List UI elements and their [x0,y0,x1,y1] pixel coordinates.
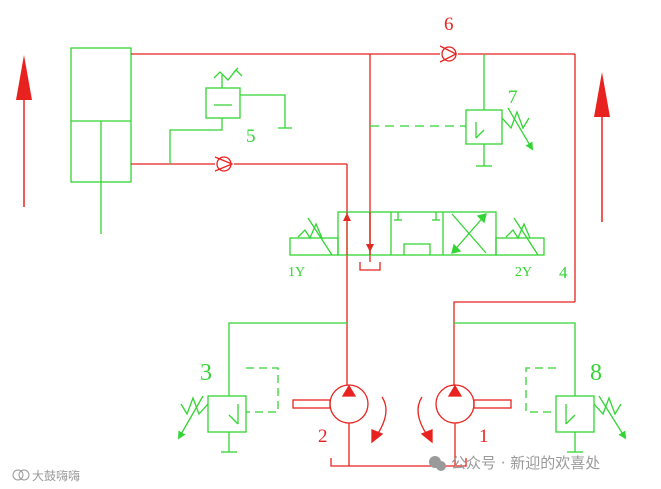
label-relief-valve-8: 8 [590,360,602,386]
hydraulic-cylinder [70,47,132,234]
label-check-valve-6: 6 [444,14,454,35]
relief-valve-3 [178,322,347,453]
label-solenoid-1y: 1Y [288,265,305,280]
relief-valve-8 [454,322,627,453]
label-pump-1: 1 [479,426,489,447]
watermark-right: 公众号 · 新迎的欢喜处 [429,454,600,472]
valve-center-red [346,212,371,255]
check-valve-6 [439,45,458,63]
watermark-left-text: 大鼓嗨嗨 [32,469,80,483]
label-solenoid-2y: 2Y [515,265,532,280]
label-relief-valve-7: 7 [508,87,518,108]
pump-1 [417,384,512,458]
watermark-right-text: 公众号 · 新迎的欢喜处 [451,454,600,472]
right-direction-arrow [594,72,610,222]
directional-control-valve [289,211,545,256]
check-valve-5 [214,156,234,172]
watermark-left: 大鼓嗨嗨 [12,469,80,483]
label-line-4: 4 [559,263,568,282]
pump-2 [292,384,387,458]
left-direction-arrow [16,55,32,207]
pressure-valve-5 [169,67,292,164]
label-pump-2: 2 [318,426,328,447]
label-relief-valve-3: 3 [200,360,212,386]
label-check-valve-5: 5 [246,126,256,147]
relief-valve-7 [370,54,534,167]
